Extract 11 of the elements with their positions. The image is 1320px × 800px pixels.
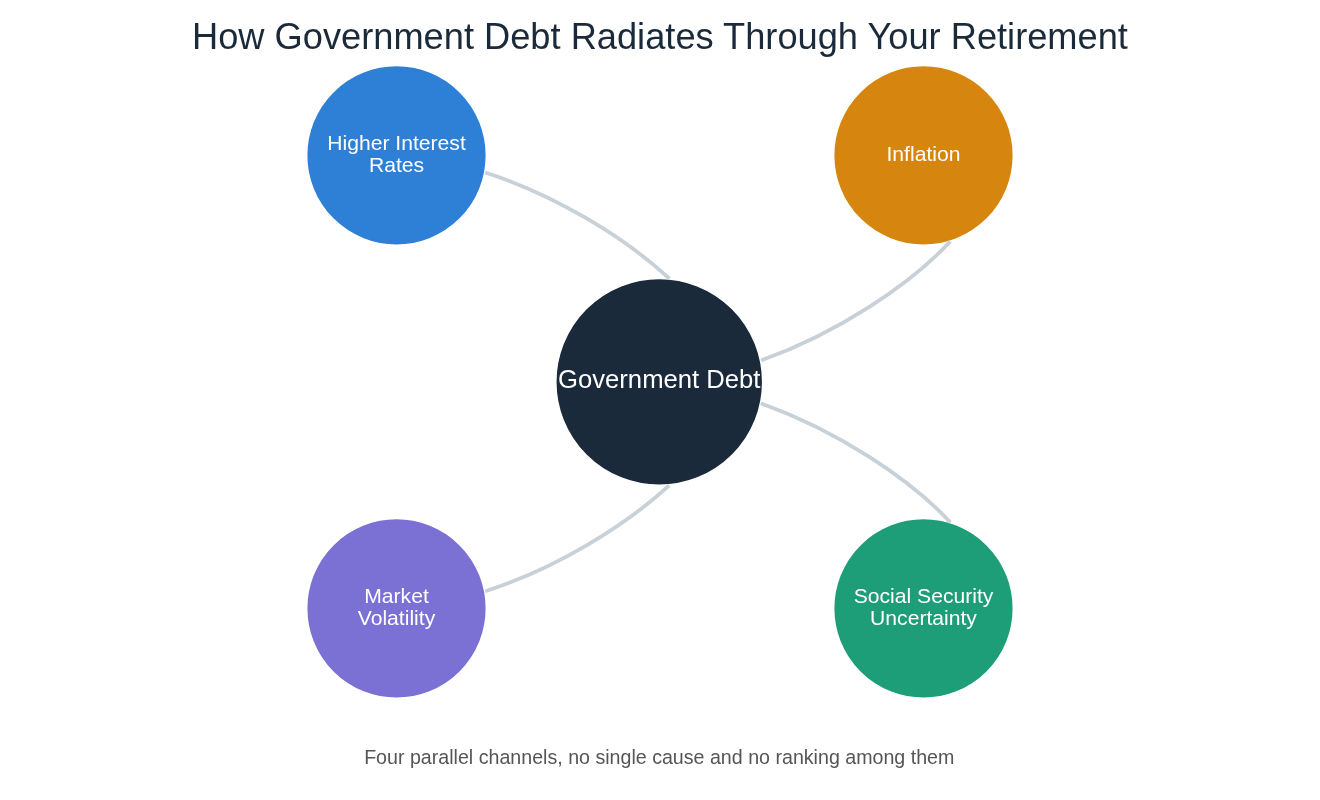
node-circle: Inflation xyxy=(832,64,1015,246)
caption: Four parallel channels, no single cause and no ranking among them xyxy=(364,745,955,768)
node-circle: Social Security Uncertainty xyxy=(832,517,1015,699)
node-circle: Market Volatility xyxy=(305,517,488,699)
diagram-title: How Government Debt Radiates Through Your Retirement xyxy=(192,16,1128,58)
connector xyxy=(760,401,952,524)
connector xyxy=(760,240,952,363)
connector xyxy=(484,170,671,280)
connector xyxy=(484,483,671,594)
node-circle: Higher Interest Rates xyxy=(305,64,488,246)
node-circle: Government Debt xyxy=(555,277,764,487)
